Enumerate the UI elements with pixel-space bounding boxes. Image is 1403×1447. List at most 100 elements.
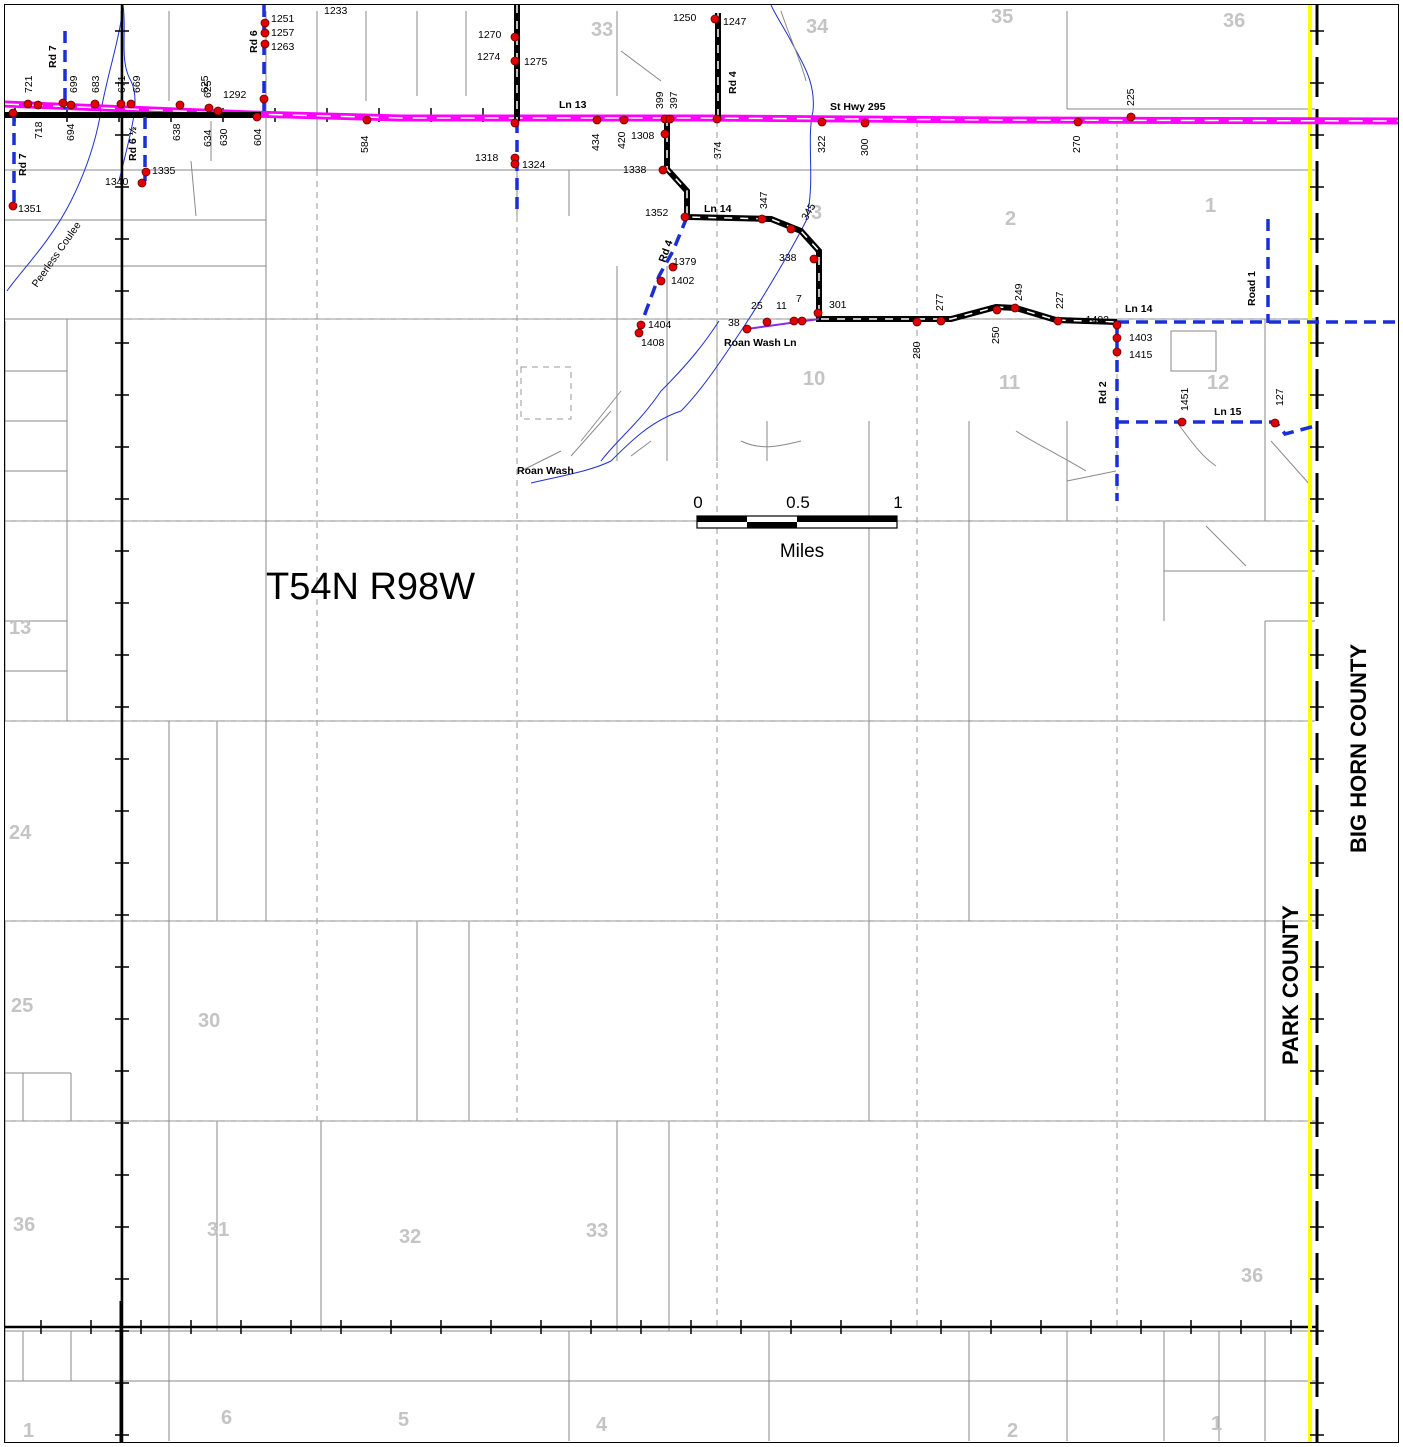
- address-label: 399: [654, 91, 666, 109]
- section-number: 12: [1207, 372, 1229, 394]
- section-number: 25: [11, 995, 33, 1017]
- section-number: 3: [811, 202, 822, 224]
- boundary-lines: [5, 5, 1319, 1442]
- address-label: 634: [202, 129, 214, 147]
- address-label: 322: [816, 135, 828, 153]
- scale-tick-label: 0.5: [786, 493, 810, 512]
- address-label: 1338: [623, 164, 647, 176]
- address-label: 1308: [631, 130, 655, 142]
- water-labels: Peerless Coulee Roan Wash: [30, 220, 574, 477]
- address-label: 1415: [1129, 349, 1153, 361]
- map-canvas[interactable]: 33 34 35 36 1 2 3 10 11 12 13 24 25 30 3…: [5, 5, 1399, 1443]
- scale-unit-label: Miles: [780, 541, 824, 562]
- section-number: 2: [1005, 208, 1016, 230]
- address-label: 374: [712, 141, 724, 159]
- address-label: 718: [33, 121, 45, 139]
- address-label: 1233: [324, 5, 348, 17]
- road-label: Road 1: [1246, 271, 1258, 306]
- road-label: Ln 14: [704, 203, 732, 215]
- address-label: 347: [758, 191, 770, 209]
- roan-wash-stream: [530, 5, 814, 484]
- address-label: 1340: [105, 176, 129, 188]
- section-number: 1: [1211, 1413, 1222, 1435]
- rd-4-primitive: [635, 216, 689, 337]
- address-label: 604: [252, 128, 264, 146]
- address-label: 625: [202, 80, 214, 98]
- address-label: 625: [199, 75, 211, 93]
- township-label: T54N R98W: [266, 566, 475, 608]
- water-label: Roan Wash: [517, 465, 574, 477]
- ln-14-road: [664, 118, 1118, 325]
- section-number: 24: [9, 822, 32, 844]
- road-label: Ln 15: [1214, 406, 1242, 418]
- address-label: 694: [65, 123, 77, 141]
- address-label: 638: [171, 123, 183, 141]
- address-label: 1402: [1086, 314, 1110, 326]
- section-number: 6: [221, 1407, 232, 1429]
- address-label: 1257: [271, 27, 295, 39]
- address-label: 1292: [223, 89, 247, 101]
- address-label: 584: [359, 135, 371, 153]
- address-label: 127: [1274, 388, 1286, 406]
- address-label: 25: [751, 300, 763, 312]
- road-label: Rd 7: [17, 153, 29, 176]
- address-points: [8, 14, 1280, 428]
- road-label: Rd 4: [727, 71, 739, 94]
- address-label: 1318: [475, 152, 499, 164]
- address-label: 225: [1125, 88, 1137, 106]
- address-label: 1352: [645, 207, 669, 219]
- section-number: 2: [1007, 1420, 1018, 1442]
- section-number: 33: [591, 19, 613, 41]
- township-ticks: [14, 30, 1324, 1436]
- ln-15-primitive: [1117, 420, 1316, 436]
- peerless-coulee: [6, 5, 124, 292]
- address-label: 669: [131, 75, 143, 93]
- address-label: 280: [911, 341, 923, 359]
- scale-tick-label: 1: [893, 493, 902, 512]
- section-number: 4: [596, 1414, 608, 1436]
- address-label: 1275: [524, 56, 548, 68]
- section-number: 34: [806, 16, 829, 38]
- section-number: 35: [991, 6, 1013, 28]
- section-lines: [5, 121, 1315, 1331]
- address-label: 630: [218, 128, 230, 146]
- road-label: Ln 13: [559, 99, 587, 111]
- address-label: 721: [23, 75, 35, 93]
- address-label: 301: [829, 299, 847, 311]
- address-labels: 1251 1257 1263 1233 1270 1274 1275 1250 …: [18, 5, 1153, 361]
- road-label: Rd 6 ½: [127, 126, 139, 161]
- map-frame: 33 34 35 36 1 2 3 10 11 12 13 24 25 30 3…: [4, 4, 1399, 1443]
- section-number: 36: [13, 1214, 35, 1236]
- address-label: 397: [668, 91, 680, 109]
- address-label: 1451: [1179, 387, 1191, 411]
- address-label: 338: [779, 252, 797, 264]
- address-label: 1379: [673, 256, 697, 268]
- section-number: 10: [803, 368, 825, 390]
- address-label: 250: [990, 326, 1002, 344]
- road-label: Rd 7: [47, 45, 59, 68]
- address-label: 420: [616, 131, 628, 149]
- scale-tick-label: 0: [693, 493, 702, 512]
- rotated-address-labels: 721 699 683 671 669 625 718 694 638 634 …: [23, 75, 1286, 411]
- address-label: 1351: [18, 203, 42, 215]
- section-number: 36: [1241, 1265, 1263, 1287]
- big-horn-county-label: BIG HORN COUNTY: [1346, 644, 1371, 853]
- address-label: 1251: [271, 13, 295, 25]
- section-number: 30: [198, 1010, 220, 1032]
- address-label: 1403: [1129, 332, 1153, 344]
- park-county-label: PARK COUNTY: [1278, 905, 1303, 1065]
- address-label: 7: [796, 293, 802, 305]
- address-label: 1270: [478, 29, 502, 41]
- address-label: 249: [1013, 283, 1025, 301]
- address-label: 1250: [673, 12, 697, 24]
- water-label: Peerless Coulee: [30, 220, 84, 290]
- address-label: 671: [116, 75, 128, 93]
- parcel-lines: [5, 11, 1315, 1441]
- scale-bar: 0 0.5 1 Miles: [693, 493, 902, 562]
- address-label: 300: [859, 138, 871, 156]
- address-label: 1263: [271, 41, 295, 53]
- road-label: Roan Wash Ln: [724, 337, 797, 349]
- address-label: 1247: [723, 16, 747, 28]
- section-numbers: 33 34 35 36 1 2 3 10 11 12 13 24 25 30 3…: [9, 6, 1263, 1442]
- streams: [6, 5, 1312, 567]
